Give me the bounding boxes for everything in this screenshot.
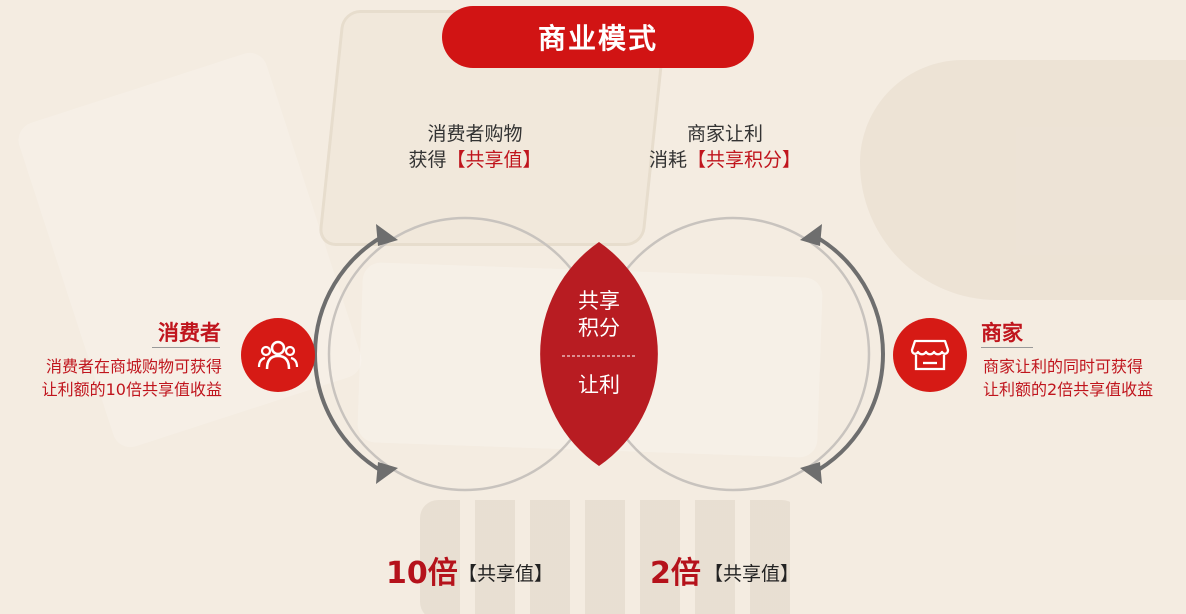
- page-title: 商业模式: [442, 6, 754, 68]
- lens-top-line2: 积分: [578, 316, 620, 340]
- bottom-right-number: 2倍: [650, 556, 701, 591]
- arrowhead-left-top: [376, 224, 398, 246]
- merchant-desc-line2: 让利额的2倍共享值收益: [983, 380, 1154, 399]
- left-caption-prefix: 获得: [408, 149, 447, 171]
- left-caption-line1: 消费者购物: [427, 123, 523, 145]
- lens-top-text: 共享 积分: [559, 288, 639, 342]
- lens-bottom-text: 让利: [578, 373, 620, 397]
- consumer-desc-line1: 消费者在商城购物可获得: [45, 357, 222, 376]
- lens-top-line1: 共享: [578, 289, 620, 313]
- left-dark-arc: [313, 232, 388, 476]
- intersection-lens: [540, 242, 658, 466]
- bottom-left-number: 10倍: [386, 556, 458, 591]
- merchant-underline: [981, 347, 1033, 348]
- bottom-right-tag: 【共享值】: [704, 563, 800, 585]
- arrowhead-right-top: [800, 224, 822, 246]
- people-icon: [257, 340, 299, 370]
- right-caption: 商家让利 消耗【共享积分】: [620, 121, 830, 173]
- left-caption-highlight: 【共享值】: [446, 149, 542, 171]
- merchant-desc: 商家让利的同时可获得 让利额的2倍共享值收益: [983, 355, 1153, 401]
- right-caption-highlight: 【共享积分】: [687, 149, 802, 171]
- left-caption-line2: 获得【共享值】: [370, 147, 580, 173]
- left-caption: 消费者购物 获得【共享值】: [370, 121, 580, 173]
- consumer-icon-badge: [241, 318, 315, 392]
- store-icon: [910, 339, 950, 371]
- right-caption-prefix: 消耗: [648, 149, 687, 171]
- bg-keyboard: [420, 500, 800, 614]
- arrowhead-right-bottom: [800, 462, 822, 484]
- bg-arm: [860, 60, 1186, 300]
- consumer-title: 消费者: [158, 321, 221, 345]
- consumer-underline: [152, 347, 220, 348]
- bottom-left-tag: 【共享值】: [458, 563, 554, 585]
- right-dark-arc: [810, 232, 885, 476]
- right-caption-line1: 商家让利: [686, 123, 763, 145]
- arrowhead-left-bottom: [376, 462, 398, 484]
- merchant-title: 商家: [981, 321, 1023, 345]
- consumer-desc: 消费者在商城购物可获得 让利额的10倍共享值收益: [42, 355, 222, 401]
- consumer-desc-line2: 让利额的10倍共享值收益: [41, 380, 222, 399]
- merchant-icon-badge: [893, 318, 967, 392]
- right-caption-line2: 消耗【共享积分】: [620, 147, 830, 173]
- merchant-desc-line1: 商家让利的同时可获得: [983, 357, 1144, 376]
